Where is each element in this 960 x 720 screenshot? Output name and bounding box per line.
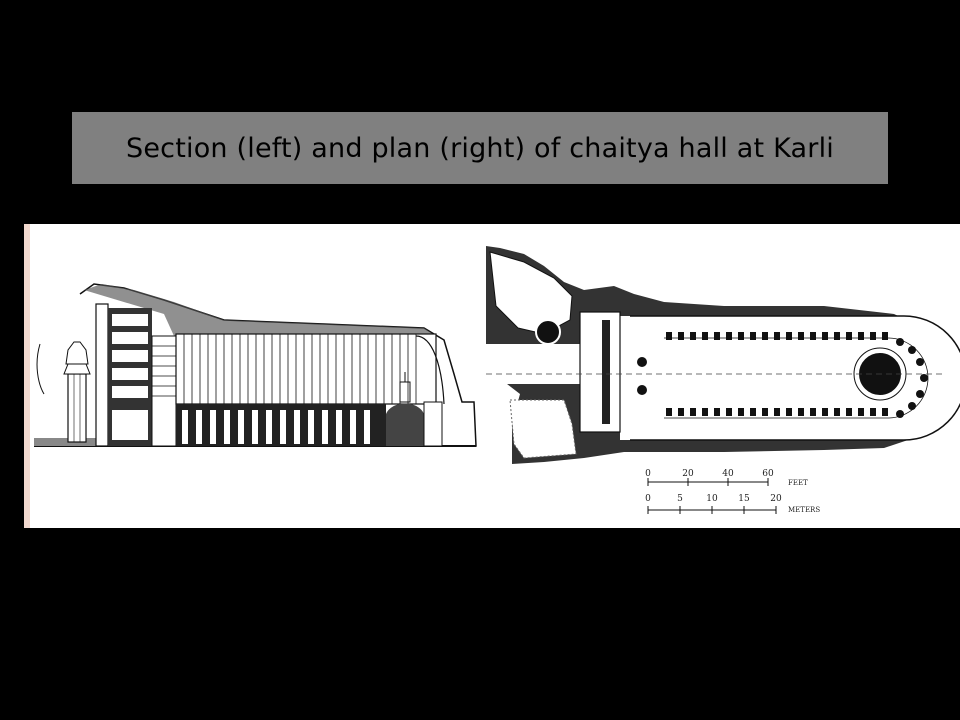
plan-pillars-apse	[896, 338, 928, 418]
stupa-dome	[386, 403, 424, 446]
section-drawing	[34, 283, 477, 447]
verandah	[151, 335, 177, 447]
meters-unit-label: METERS	[788, 506, 820, 514]
scan-edge	[24, 224, 30, 528]
meter-tick-15: 15	[738, 494, 750, 504]
barrel-vault	[175, 333, 437, 405]
feet-tick-40: 40	[722, 469, 734, 479]
plan-pillars-bottom	[666, 408, 888, 416]
meter-tick-20: 20	[770, 494, 782, 504]
meter-tick-10: 10	[706, 494, 718, 504]
facade-screen-tiers	[112, 314, 148, 440]
plan-entrance-pillars	[637, 357, 647, 395]
apse-curve	[415, 335, 445, 405]
figure-drawing: 0 20 40 60 FEET 0 5 10 15 20 METERS	[24, 224, 960, 528]
title-box: Section (left) and plan (right) of chait…	[72, 112, 888, 184]
meter-tick-5: 5	[677, 494, 683, 504]
plan-pillars-top	[666, 332, 888, 340]
vault-ribs	[183, 334, 417, 404]
feet-tick-60: 60	[762, 469, 774, 479]
feet-tick-0: 0	[645, 469, 651, 479]
plan-side-cell	[489, 251, 573, 335]
verandah-lines	[152, 345, 176, 397]
colonnade-pillars	[182, 410, 370, 444]
figure-panel: 0 20 40 60 FEET 0 5 10 15 20 METERS	[24, 224, 960, 528]
scale-bar: 0 20 40 60 FEET 0 5 10 15 20 METERS	[645, 469, 820, 514]
apse-wall	[423, 401, 443, 447]
pillar-lions	[65, 341, 89, 365]
rock-hatching	[84, 284, 436, 336]
pillar-capital	[63, 363, 91, 375]
feet-unit-label: FEET	[788, 479, 808, 487]
rock-left-outline	[36, 343, 45, 395]
plan-side-stupa	[535, 319, 561, 345]
meter-tick-0: 0	[645, 494, 651, 504]
plan-drawing	[486, 246, 960, 464]
facade-wall	[95, 303, 109, 447]
plan-verandah	[579, 311, 621, 433]
plan-forecourt-left	[509, 399, 577, 459]
lion-pillar	[67, 373, 87, 443]
feet-tick-20: 20	[682, 469, 694, 479]
slide-title: Section (left) and plan (right) of chait…	[126, 132, 834, 164]
